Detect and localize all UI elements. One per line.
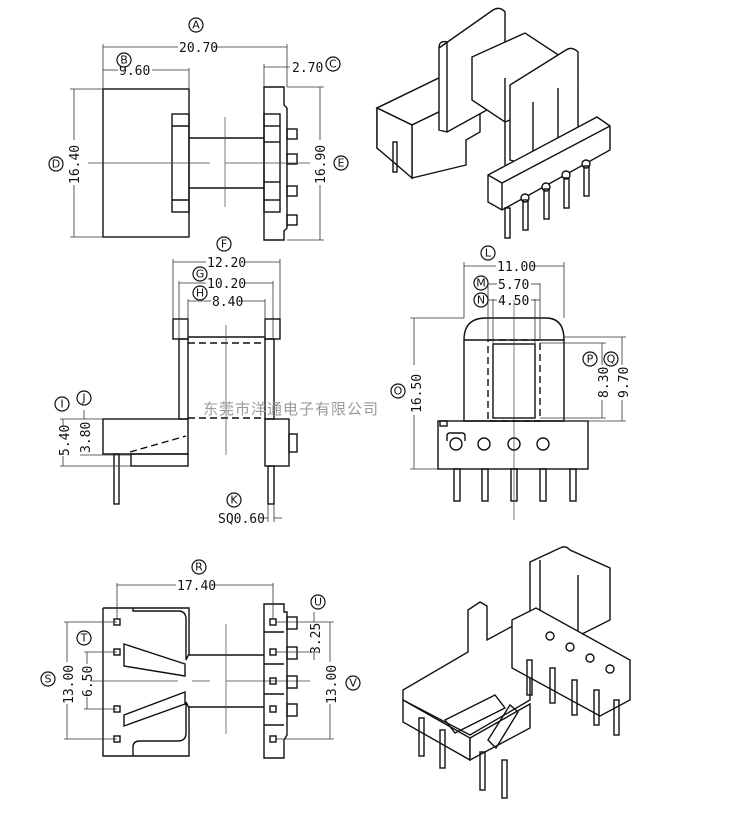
label-m: M [473, 275, 489, 291]
label-b: B [116, 52, 132, 68]
dim-u-value: 3.25 [309, 623, 324, 654]
svg-text:C: C [329, 58, 337, 71]
dim-a-value: 20.70 [179, 41, 218, 56]
front-view: 12.20 10.20 8.40 5.40 3.80 SQ0.60 [58, 256, 298, 527]
svg-text:S: S [45, 673, 52, 686]
label-d: D [48, 156, 64, 172]
dim-t-value: 6.50 [81, 666, 96, 697]
company-watermark: 东莞市洋通电子有限公司 [203, 400, 379, 418]
svg-text:G: G [196, 268, 205, 281]
dim-q-value: 9.70 [617, 367, 632, 398]
svg-text:L: L [485, 247, 492, 260]
dimension-labels: A B C D E F G H I J K L M N O P Q R S T … [40, 17, 619, 691]
label-e: E [333, 155, 349, 171]
label-v: V [345, 675, 361, 691]
dim-l-value: 11.00 [497, 260, 536, 275]
label-g: G [192, 266, 208, 282]
label-k: K [226, 492, 242, 508]
svg-text:K: K [230, 494, 238, 507]
dim-m-value: 5.70 [498, 278, 529, 293]
dim-n-value: 4.50 [498, 294, 529, 309]
svg-text:T: T [80, 632, 88, 645]
svg-text:H: H [196, 287, 204, 300]
svg-text:R: R [195, 561, 203, 574]
label-u: U [310, 594, 326, 610]
svg-text:V: V [349, 677, 357, 690]
svg-text:M: M [476, 277, 486, 290]
dim-h-value: 8.40 [212, 295, 243, 310]
top-view: 20.70 9.60 2.70 16.40 16.90 [68, 41, 329, 241]
dim-f-value: 12.20 [207, 256, 246, 271]
isometric-view-top [375, 7, 611, 239]
dim-e-value: 16.90 [314, 145, 329, 184]
label-j: J [76, 390, 92, 406]
label-a: A [188, 17, 204, 33]
isometric-view-bottom [402, 546, 631, 799]
svg-text:P: P [587, 353, 594, 366]
dim-p-value: 8.30 [597, 367, 612, 398]
label-f: F [216, 236, 232, 252]
dim-d-value: 16.40 [68, 145, 83, 184]
label-l: L [480, 245, 496, 261]
dim-b-value: 9.60 [119, 64, 150, 79]
label-r: R [191, 559, 207, 575]
side-view: 11.00 5.70 4.50 16.50 8.30 9.70 [410, 260, 632, 520]
label-c: C [325, 56, 341, 72]
label-i: I [54, 396, 70, 412]
dim-j-value: 3.80 [79, 422, 94, 453]
svg-text:O: O [394, 385, 403, 398]
dim-k-value: SQ0.60 [218, 512, 265, 527]
svg-text:U: U [314, 596, 322, 609]
dim-g-value: 10.20 [207, 277, 246, 292]
dim-v-value: 13.00 [325, 665, 340, 704]
label-h: H [192, 285, 208, 301]
bottom-view: 17.40 13.00 6.50 3.25 13.00 [62, 579, 340, 759]
label-p: P [582, 351, 598, 367]
svg-text:J: J [81, 392, 85, 405]
label-o: O [390, 383, 406, 399]
svg-text:I: I [60, 398, 63, 411]
svg-text:A: A [192, 19, 200, 32]
dim-s-value: 13.00 [62, 665, 77, 704]
svg-text:E: E [338, 157, 345, 170]
svg-text:Q: Q [607, 353, 616, 366]
dim-i-value: 5.40 [58, 425, 73, 456]
svg-text:N: N [477, 294, 485, 307]
label-n: N [473, 292, 489, 308]
dim-c-value: 2.70 [292, 61, 323, 76]
svg-text:B: B [120, 54, 128, 67]
label-q: Q [603, 351, 619, 367]
label-s: S [40, 671, 56, 687]
label-t: T [76, 630, 92, 646]
dim-r-value: 17.40 [177, 579, 216, 594]
dim-o-value: 16.50 [410, 374, 425, 413]
svg-text:F: F [221, 238, 227, 251]
svg-text:D: D [52, 158, 60, 171]
